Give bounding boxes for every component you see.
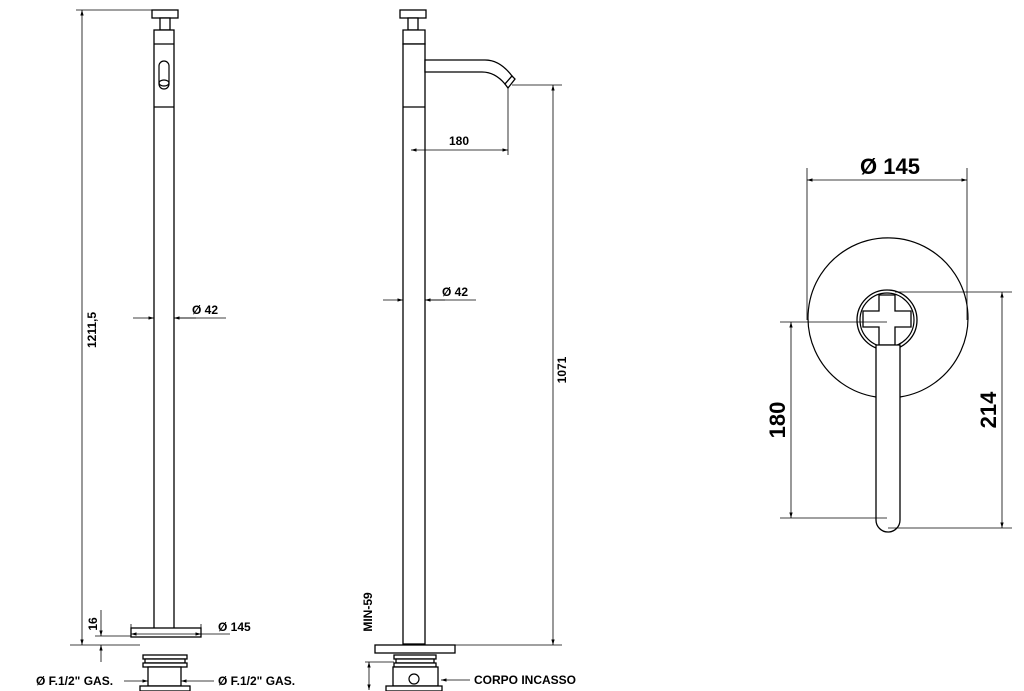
lever-length-label: 180 (765, 402, 790, 439)
overall-length-label: 214 (976, 391, 1001, 428)
base-thickness-label: 16 (86, 617, 100, 631)
spout-reach-label: 180 (449, 134, 469, 148)
base-diameter-label: Ø 145 (218, 620, 251, 634)
lever (875, 344, 901, 533)
handle-stem (159, 17, 171, 31)
base-plate (374, 644, 456, 654)
top-view: Ø 145 180 214 (765, 154, 1012, 533)
column-pipe (402, 43, 426, 645)
spout-height-label: 1071 (555, 356, 569, 383)
base-plate (130, 627, 202, 638)
handle-knob (399, 9, 427, 19)
handle-knob (151, 9, 179, 19)
pipe-slot (158, 60, 170, 90)
handle-stem (407, 17, 419, 31)
inlet-right-label: Ø F.1/2" GAS. (218, 674, 295, 688)
column-pipe (153, 29, 175, 631)
pipe-slot-end (158, 79, 170, 87)
height-total-label: 1211,5 (85, 312, 99, 348)
bottom-plate (139, 685, 191, 691)
body-label: CORPO INCASSO (474, 673, 576, 687)
front-view: 1211,5 16 Ø 145 Ø 42 Ø F.1/2" GAS. Ø F.1… (36, 9, 295, 691)
cover-plate (807, 237, 969, 398)
pipe-diameter-label: Ø 42 (192, 303, 218, 317)
side-pipe-diameter-label: Ø 42 (442, 285, 468, 299)
body-port (408, 673, 420, 685)
bottom-plate (385, 685, 443, 691)
concealed-body (147, 666, 182, 687)
min-depth-label: MIN-59 (361, 592, 375, 632)
handle-housing (402, 29, 426, 45)
side-view: 180 1071 Ø 42 MIN-59 CORPO INCASSO (361, 9, 576, 691)
spout-aerator (504, 75, 516, 90)
plate-diameter-label: Ø 145 (860, 154, 920, 179)
inlet-left-label: Ø F.1/2" GAS. (36, 674, 113, 688)
spout (424, 59, 513, 86)
